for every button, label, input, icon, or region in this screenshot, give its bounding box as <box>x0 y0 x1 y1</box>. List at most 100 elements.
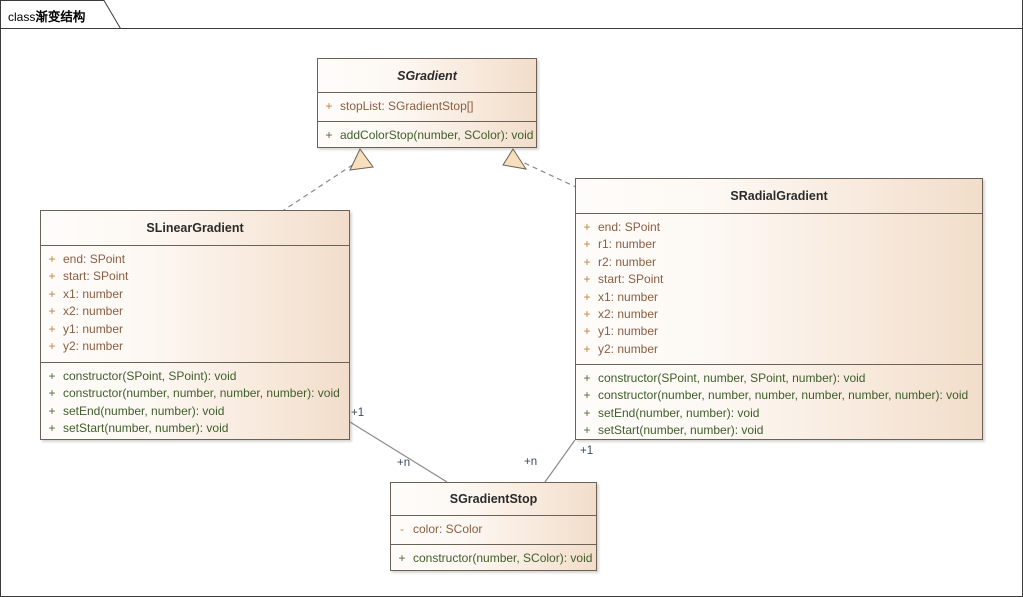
rel-linear-generalization <box>280 148 374 213</box>
visibility-marker: + <box>583 289 591 304</box>
method-label: constructor(number, number, number, numb… <box>598 388 969 403</box>
visibility-marker: + <box>583 405 591 420</box>
class-box-slineargradient[interactable]: SLinearGradient + end: SPoint + start: S… <box>40 210 350 440</box>
attribute-row: - color: SColor <box>391 521 596 538</box>
hollow-triangle-arrowhead-icon <box>502 148 528 170</box>
method-row: + addColorStop(number, SColor): void <box>318 127 536 144</box>
visibility-marker: + <box>583 237 591 252</box>
method-row: + constructor(number, number, number, nu… <box>576 387 982 404</box>
attribute-row: + x1: number <box>576 289 982 306</box>
visibility-marker: + <box>398 551 406 565</box>
class-name-sgradientstop: SGradientStop <box>391 483 596 516</box>
visibility-marker: + <box>583 307 591 322</box>
attribute-label: start: SPoint <box>598 272 664 287</box>
visibility-marker: + <box>583 341 591 356</box>
class-box-sgradientstop[interactable]: SGradientStop - color: SColor + construc… <box>390 482 597 571</box>
methods-section-slineargradient: + constructor(SPoint, SPoint): void + co… <box>41 362 349 441</box>
attribute-label: y1: number <box>598 324 659 339</box>
diagram-title-tab-shape <box>0 0 121 29</box>
method-label: setEnd(number, number): void <box>598 405 760 420</box>
diagram-title-label: class渐变结构 <box>8 6 85 25</box>
diagram-title-prefix: class <box>8 10 36 24</box>
method-row: + constructor(number, SColor): void <box>391 550 596 567</box>
visibility-marker: - <box>400 522 404 536</box>
visibility-marker: + <box>48 369 56 383</box>
method-label: addColorStop(number, SColor): void <box>340 128 534 142</box>
attribute-label: y2: number <box>63 339 124 354</box>
method-row: + setEnd(number, number): void <box>41 403 349 420</box>
attributes-section-slineargradient: + end: SPoint + start: SPoint + x1: numb… <box>41 246 349 362</box>
multiplicity-linear-n: +n <box>397 457 411 469</box>
visibility-marker: + <box>48 339 56 354</box>
attribute-row: + x2: number <box>41 303 349 320</box>
visibility-marker: + <box>48 403 56 418</box>
attribute-row: + y1: number <box>576 323 982 340</box>
attribute-label: end: SPoint <box>63 252 126 266</box>
attribute-row: + y2: number <box>41 338 349 355</box>
method-label: constructor(number, number, number, numb… <box>63 386 340 401</box>
attribute-row: + x1: number <box>41 286 349 303</box>
multiplicity-radial-n: +n <box>524 456 538 468</box>
diagram-title-text: 渐变结构 <box>35 10 86 24</box>
visibility-marker: + <box>48 386 56 401</box>
attribute-label: stopList: SGradientStop[] <box>340 99 474 113</box>
attribute-row: + r2: number <box>576 254 982 271</box>
visibility-marker: + <box>48 269 56 284</box>
method-row: + setEnd(number, number): void <box>576 405 982 422</box>
attribute-row: + start: SPoint <box>41 268 349 285</box>
method-label: constructor(SPoint, number, SPoint, numb… <box>598 371 866 385</box>
attribute-row: + start: SPoint <box>576 271 982 288</box>
methods-section-sradialgradient: + constructor(SPoint, number, SPoint, nu… <box>576 364 982 441</box>
attributes-section-sgradient: + stopList: SGradientStop[] <box>318 93 536 121</box>
method-label: setStart(number, number): void <box>598 423 764 438</box>
diagram-title-tab: class渐变结构 <box>0 0 121 29</box>
class-box-sgradient[interactable]: SGradient + stopList: SGradientStop[] + … <box>317 58 537 148</box>
method-label: setStart(number, number): void <box>63 421 229 436</box>
rel-radial-generalization <box>502 148 579 189</box>
attribute-label: y2: number <box>598 341 659 356</box>
visibility-marker: + <box>583 388 591 403</box>
method-row: + setStart(number, number): void <box>41 420 349 437</box>
frame-border-left <box>0 0 1 597</box>
visibility-marker: + <box>48 286 56 301</box>
attributes-section-sradialgradient: + end: SPoint + r1: number + r2: number … <box>576 214 982 364</box>
attribute-label: x2: number <box>63 304 124 319</box>
attribute-label: y1: number <box>63 321 124 336</box>
attribute-label: x1: number <box>63 286 124 301</box>
visibility-marker: + <box>583 254 591 269</box>
multiplicity-radial-one: +1 <box>580 445 594 457</box>
visibility-marker: + <box>325 128 333 142</box>
class-box-sradialgradient[interactable]: SRadialGradient + end: SPoint + r1: numb… <box>575 178 983 440</box>
class-name-slineargradient: SLinearGradient <box>41 211 349 246</box>
attribute-label: r2: number <box>598 254 657 269</box>
visibility-marker: + <box>48 252 56 266</box>
rel-radial-stop <box>544 439 576 483</box>
visibility-marker: + <box>48 321 56 336</box>
visibility-marker: + <box>325 99 333 113</box>
method-label: constructor(SPoint, SPoint): void <box>63 369 237 383</box>
multiplicity-linear-one: +1 <box>351 407 365 419</box>
attribute-label: start: SPoint <box>63 269 129 284</box>
method-row: + constructor(SPoint, SPoint): void <box>41 368 349 385</box>
visibility-marker: + <box>583 272 591 287</box>
method-row: + setStart(number, number): void <box>576 422 982 439</box>
hollow-triangle-arrowhead-icon <box>349 148 374 171</box>
visibility-marker: + <box>583 371 591 385</box>
method-label: setEnd(number, number): void <box>63 403 225 418</box>
methods-section-sgradientstop: + constructor(number, SColor): void <box>391 544 596 572</box>
methods-section-sgradient: + addColorStop(number, SColor): void <box>318 121 536 149</box>
attribute-row: + stopList: SGradientStop[] <box>318 98 536 115</box>
attribute-label: r1: number <box>598 237 657 252</box>
visibility-marker: + <box>48 304 56 319</box>
method-row: + constructor(number, number, number, nu… <box>41 385 349 402</box>
attribute-row: + end: SPoint <box>41 251 349 268</box>
attribute-label: x1: number <box>598 289 659 304</box>
visibility-marker: + <box>583 423 591 438</box>
attribute-row: + x2: number <box>576 306 982 323</box>
attribute-row: + end: SPoint <box>576 219 982 236</box>
attribute-label: color: SColor <box>413 522 483 536</box>
attribute-label: end: SPoint <box>598 220 661 234</box>
method-label: constructor(number, SColor): void <box>413 551 593 565</box>
attribute-row: + y1: number <box>41 321 349 338</box>
